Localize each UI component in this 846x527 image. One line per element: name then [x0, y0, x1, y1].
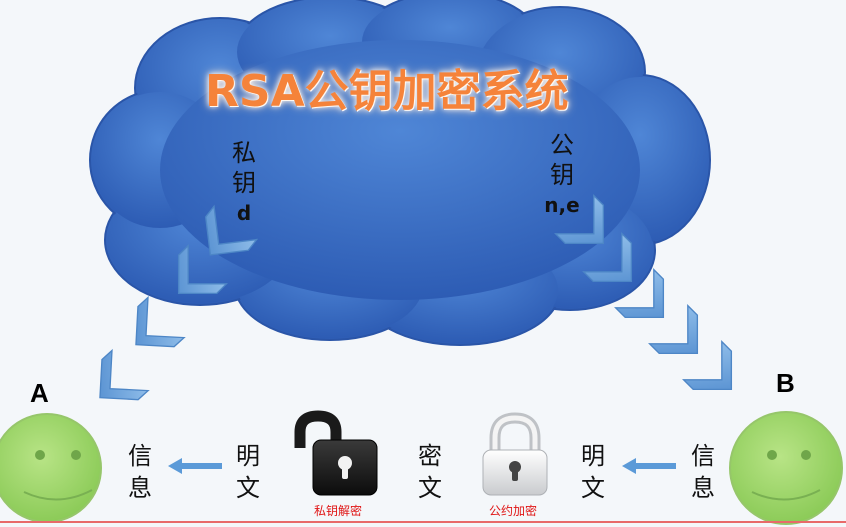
cloud-fill [92, 0, 708, 343]
party-b-label: B [776, 368, 795, 398]
bottom-divider [0, 521, 846, 523]
locked-padlock-icon [482, 412, 548, 496]
info-left: 信息 [128, 442, 152, 502]
person-a-smiley-icon [0, 413, 102, 523]
public-key-label: 公 钥 n,e [538, 130, 586, 220]
right-flow-arrow-icon [622, 458, 676, 474]
left-flow-arrow-icon [168, 458, 222, 474]
private-key-arrow [99, 204, 259, 401]
plaintext-left: 明文 [236, 442, 260, 502]
info-right: 信息 [691, 442, 715, 502]
private-decrypt-caption: 私钥解密 [314, 504, 363, 518]
person-b-smiley-icon [729, 411, 843, 525]
public-key-arrow [554, 194, 733, 391]
unlocked-padlock-icon [294, 410, 378, 496]
private-key-symbol: d [236, 201, 252, 225]
plaintext-right: 明文 [581, 442, 605, 502]
private-key-label: 私 钥 d [224, 138, 264, 228]
party-a-label: A [30, 378, 49, 408]
public-encrypt-caption: 公约加密 [489, 504, 538, 518]
ciphertext: 密文 [418, 442, 442, 502]
diagram-title: RSA公钥加密系统 [205, 66, 569, 117]
public-key-symbol: n,e [544, 193, 580, 217]
